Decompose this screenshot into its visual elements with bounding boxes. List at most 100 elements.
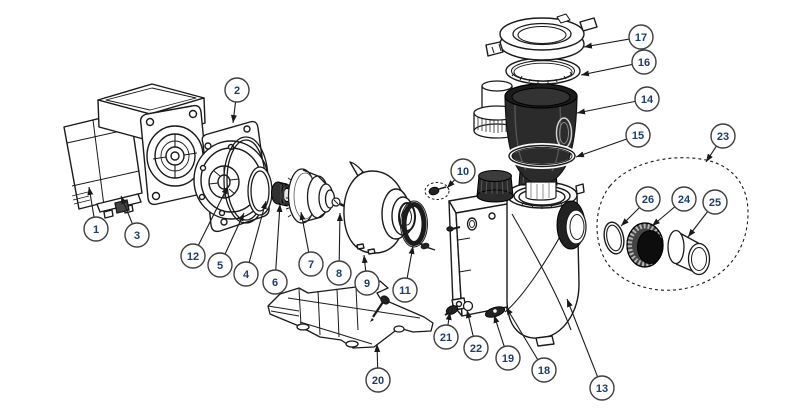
callout-number: 26 bbox=[642, 194, 654, 206]
callout-balloon bbox=[365, 367, 391, 393]
callout-balloon bbox=[392, 277, 418, 303]
callout-14: 14 bbox=[576, 86, 660, 115]
callout-leader-line bbox=[465, 309, 474, 337]
callout-number: 13 bbox=[596, 383, 608, 395]
callout-balloon bbox=[671, 186, 697, 212]
callout-26: 26 bbox=[620, 186, 661, 227]
callout-23: 23 bbox=[705, 123, 736, 163]
callout-leader-line bbox=[336, 212, 343, 262]
callout-number: 24 bbox=[678, 194, 691, 206]
callout-21: 21 bbox=[433, 311, 459, 350]
callout-number: 5 bbox=[217, 260, 223, 272]
detail-bubble-outline bbox=[596, 157, 749, 291]
callout-leader-line bbox=[224, 212, 245, 255]
callout-number: 14 bbox=[641, 94, 654, 106]
callout-number: 8 bbox=[336, 268, 342, 280]
callout-number: 19 bbox=[502, 353, 514, 365]
callout-9: 9 bbox=[354, 254, 380, 296]
callout-balloon bbox=[628, 24, 654, 50]
callout-19: 19 bbox=[493, 314, 521, 371]
callout-number: 10 bbox=[457, 166, 469, 178]
callout-leader-line bbox=[505, 306, 539, 361]
callout-balloon bbox=[180, 243, 206, 269]
callout-17: 17 bbox=[583, 24, 654, 50]
callout-5: 5 bbox=[207, 212, 245, 278]
callout-balloon bbox=[495, 345, 521, 371]
callout-leader-line bbox=[374, 343, 381, 369]
callout-balloon bbox=[463, 335, 489, 361]
sight-glass-fitting bbox=[424, 182, 450, 200]
callout-25: 25 bbox=[687, 189, 728, 238]
callout-12: 12 bbox=[180, 185, 229, 269]
callout-balloon bbox=[634, 86, 660, 112]
callout-balloon bbox=[635, 186, 661, 212]
callout-leader-line bbox=[580, 63, 633, 77]
callout-number: 20 bbox=[372, 375, 384, 387]
callout-number: 9 bbox=[364, 278, 370, 290]
callout-balloon bbox=[354, 270, 380, 296]
callout-balloon bbox=[224, 77, 250, 103]
callout-number: 3 bbox=[134, 230, 140, 242]
callout-leader-line bbox=[446, 179, 456, 189]
callout-leader-line bbox=[120, 195, 133, 225]
callout-leader-line bbox=[299, 211, 310, 253]
callout-8: 8 bbox=[326, 212, 352, 286]
callout-balloon bbox=[83, 216, 109, 242]
callout-balloon bbox=[124, 222, 150, 248]
diffuser-oring-clamp bbox=[400, 200, 436, 251]
callout-11: 11 bbox=[392, 245, 418, 303]
callout-balloon bbox=[710, 123, 736, 149]
callout-balloon bbox=[262, 269, 288, 295]
callout-number: 16 bbox=[638, 57, 650, 69]
callout-leader-line bbox=[230, 101, 237, 124]
callout-number: 11 bbox=[399, 285, 411, 297]
callout-balloon bbox=[702, 189, 728, 215]
callout-balloon bbox=[531, 357, 557, 383]
housing-inlet-collar bbox=[476, 170, 514, 203]
callout-leader-line bbox=[275, 203, 283, 271]
lid-oring bbox=[505, 57, 581, 85]
callout-balloon bbox=[326, 260, 352, 286]
callout-leader-line bbox=[248, 200, 267, 263]
callout-number: 12 bbox=[187, 251, 199, 263]
discharge-port bbox=[556, 200, 587, 250]
callout-2: 2 bbox=[224, 77, 250, 124]
shaft-seal-seat bbox=[247, 166, 273, 216]
callout-leader-line bbox=[493, 314, 505, 347]
callout-number: 18 bbox=[538, 365, 550, 377]
union-nut bbox=[626, 222, 664, 268]
callout-4: 4 bbox=[233, 200, 267, 287]
callout-10: 10 bbox=[446, 158, 476, 189]
callout-13: 13 bbox=[566, 298, 615, 401]
callout-3: 3 bbox=[120, 195, 150, 248]
callout-leader-line bbox=[705, 145, 717, 163]
callout-number: 17 bbox=[635, 32, 647, 44]
drain-plug-oring bbox=[462, 300, 474, 312]
callout-7: 7 bbox=[298, 211, 324, 277]
callout-leader-line bbox=[620, 207, 640, 227]
callout-leader-line bbox=[566, 298, 599, 378]
callout-number: 1 bbox=[93, 224, 99, 236]
callout-number: 6 bbox=[272, 277, 278, 289]
union-oring bbox=[603, 221, 625, 255]
lid-lock-ring bbox=[485, 13, 598, 61]
callout-22: 22 bbox=[463, 309, 489, 361]
callout-number: 4 bbox=[243, 269, 250, 281]
callout-number: 25 bbox=[709, 197, 721, 209]
callout-24: 24 bbox=[651, 186, 697, 227]
callout-6: 6 bbox=[262, 203, 288, 295]
callout-number: 7 bbox=[308, 259, 314, 271]
callout-number: 21 bbox=[440, 332, 452, 344]
callout-balloon bbox=[450, 158, 476, 184]
callout-leader-line bbox=[361, 254, 368, 272]
callout-1: 1 bbox=[83, 186, 109, 242]
callout-leader-line bbox=[651, 206, 676, 227]
pipe-adapter bbox=[667, 229, 711, 276]
mounting-base bbox=[267, 279, 434, 349]
callout-balloon bbox=[233, 261, 259, 287]
callout-balloon bbox=[625, 122, 651, 148]
callout-number: 15 bbox=[632, 130, 644, 142]
